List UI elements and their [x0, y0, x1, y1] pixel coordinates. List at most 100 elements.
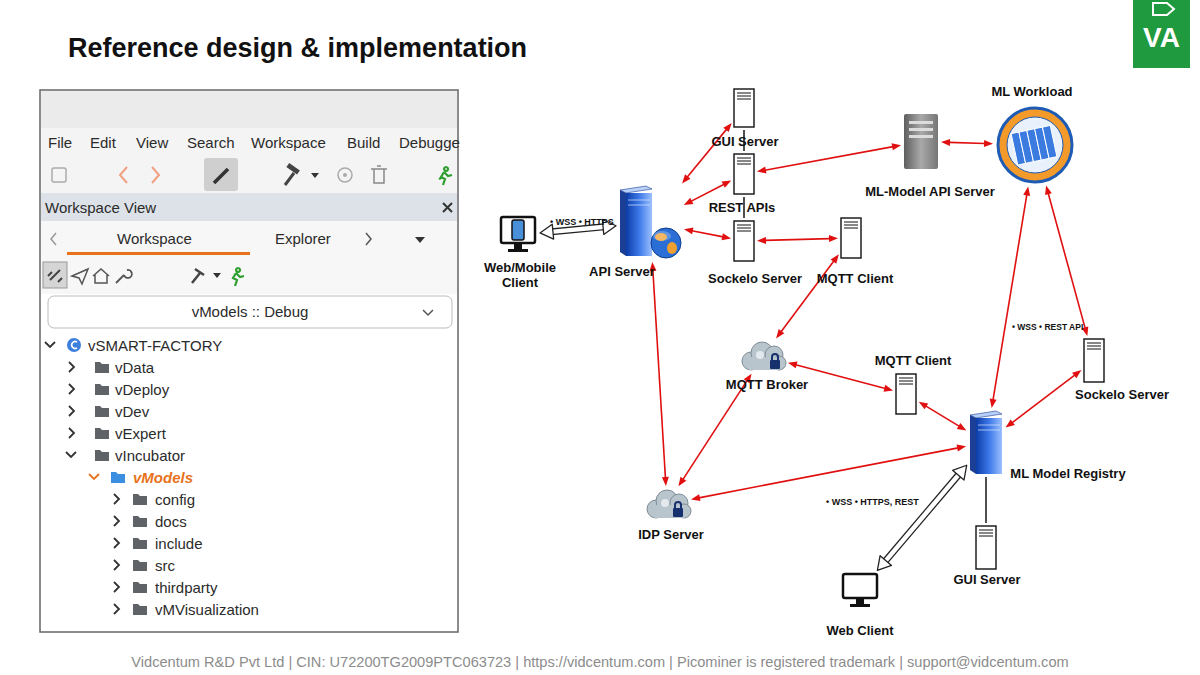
node-label: IDP Server — [626, 527, 716, 542]
dropdown-chevron — [423, 310, 433, 315]
connector — [757, 235, 838, 244]
arrow-head — [722, 233, 732, 240]
ui-label: Explorer — [275, 230, 331, 247]
connector-line — [765, 147, 893, 171]
server-node: ML Workload — [995, 105, 1075, 185]
secure-cloud-icon — [645, 488, 689, 520]
arrow-head — [990, 399, 997, 408]
connector-line — [691, 184, 724, 201]
stop-dot — [343, 173, 347, 177]
ui-label: Debugge — [399, 134, 460, 151]
project-icon-mark — [72, 341, 77, 348]
connector — [682, 123, 732, 184]
link-icon — [48, 270, 62, 282]
pencil-icon — [214, 169, 228, 183]
tree-item: vIncubator — [115, 447, 185, 464]
arrow-head — [722, 181, 732, 188]
node-label: MQTT Broker — [712, 377, 822, 392]
tree-item: vDev — [115, 403, 149, 420]
folder-icon — [133, 538, 147, 549]
api-server-icon — [618, 185, 682, 260]
node-label: GUI Server — [700, 134, 790, 149]
arrow-head — [957, 445, 966, 452]
tree-item: vSMART-FACTORY — [88, 337, 222, 354]
node-label: GUI Server — [942, 572, 1032, 587]
ui-label: File — [48, 134, 72, 151]
connector-line — [699, 448, 958, 498]
edit-button — [204, 158, 238, 191]
edge-label: • WSS • REST API — [1012, 322, 1083, 333]
server-icon — [1083, 338, 1105, 383]
ui-label: Build — [347, 134, 380, 151]
selected-icon — [43, 262, 67, 288]
dropdown-arrow — [311, 173, 319, 178]
arrow-head — [723, 123, 731, 132]
tree-item: vData — [115, 359, 154, 376]
connector — [1045, 186, 1088, 337]
logo-play — [1153, 3, 1174, 15]
arrow-head — [757, 167, 766, 174]
tree-item: thirdparty — [155, 579, 218, 596]
arrow-head — [1023, 186, 1030, 195]
monitor-icon — [840, 572, 880, 610]
arrow-head — [684, 198, 694, 205]
wrench-icon — [116, 270, 132, 283]
server-icon — [840, 217, 862, 259]
connector-line — [683, 380, 747, 479]
icon-bar — [41, 257, 457, 294]
connector — [990, 186, 1030, 408]
folder-icon — [95, 450, 109, 461]
logo-box — [1133, 0, 1190, 68]
arrow-head — [1006, 419, 1015, 427]
node-label: Web/Mobile Client — [475, 260, 565, 290]
tab-menu — [415, 237, 425, 243]
arrow-head — [831, 254, 839, 263]
arrow-head — [984, 140, 993, 147]
ide-panel — [40, 90, 458, 632]
ui-label: Workspace — [251, 134, 326, 151]
tab-right — [366, 233, 371, 245]
node-label: ML-Model API Server — [850, 184, 1010, 199]
tree-chevron — [45, 342, 55, 347]
connector-line — [653, 270, 666, 478]
server-icon — [733, 220, 755, 262]
server-node: ML Model Registry — [968, 410, 1004, 475]
arrow-head — [1045, 186, 1052, 196]
connector — [986, 477, 987, 523]
connector-line — [993, 194, 1027, 400]
server-node: ML-Model API Server — [903, 113, 939, 170]
arrow-body — [551, 227, 605, 232]
ide-menubar — [41, 128, 457, 157]
folder-icon — [95, 428, 109, 439]
arrow-head — [788, 362, 798, 369]
connector — [1006, 370, 1082, 428]
tree-chevron — [114, 494, 119, 614]
ui-label: Workspace View — [45, 199, 156, 216]
tree-chevron — [66, 452, 76, 457]
arrow-head — [941, 139, 950, 146]
folder-icon — [133, 582, 147, 593]
logo-text: VA — [1133, 22, 1190, 54]
arrow-head — [953, 465, 967, 480]
edge-label: • WSS • HTTPS, REST — [826, 497, 919, 508]
config-dropdown — [48, 296, 452, 328]
tab-bar — [41, 221, 457, 257]
view-header — [41, 193, 457, 221]
arrow-head — [776, 329, 784, 338]
server-node: IDP Server — [645, 488, 689, 520]
connector-line — [765, 239, 830, 241]
ui-label: View — [136, 134, 168, 151]
connector-line — [692, 231, 723, 237]
build-arrow — [213, 273, 221, 278]
back-icon — [120, 167, 127, 183]
folder-icon — [95, 384, 109, 395]
slide-title: Reference design & implementation — [68, 33, 527, 64]
folder-icon — [133, 560, 147, 571]
tree-item: vExpert — [115, 425, 166, 442]
server-node: SockeIo Server — [733, 220, 755, 262]
folder-icon — [95, 406, 109, 417]
secure-cloud-icon — [740, 340, 786, 372]
close-icon — [443, 203, 452, 212]
arrow-body — [885, 474, 960, 562]
